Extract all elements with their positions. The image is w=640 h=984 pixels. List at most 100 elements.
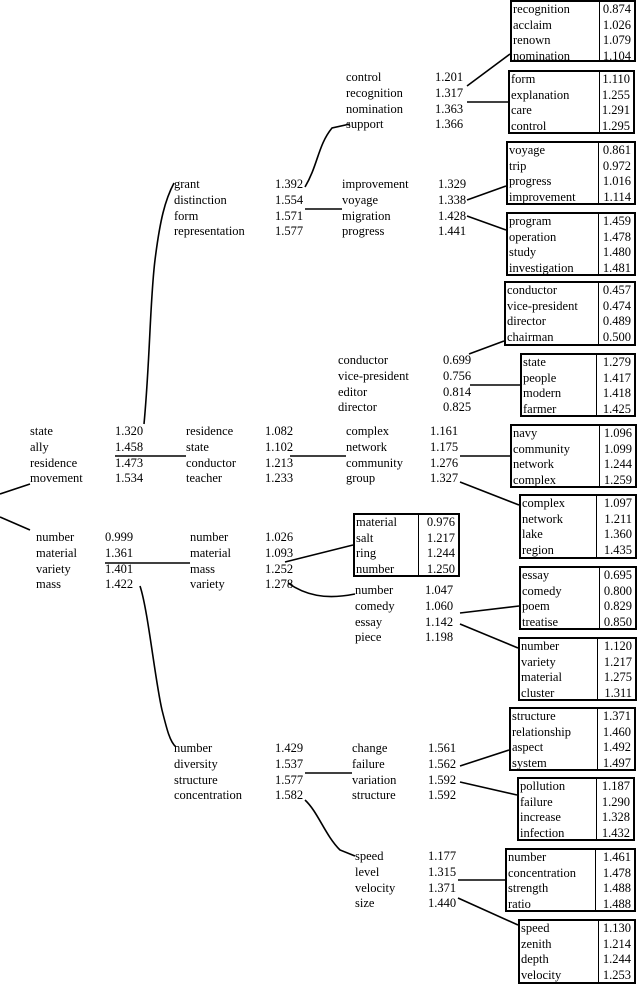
link-root-grant [143,182,175,425]
word-label: progress [509,174,552,189]
word-label: nomination [513,48,570,63]
distance-value: 0.874 [602,2,631,16]
word-label: size [355,896,375,911]
distance-value: 0.850 [603,614,632,629]
word-label: comedy [355,598,395,613]
word-label: director [507,314,546,329]
column-divider [598,214,599,274]
distance-value: 1.554 [275,192,304,207]
word-label: conductor [507,283,557,297]
link-material-materialbox [284,544,354,563]
word-label: network [522,511,563,526]
group-row: distinction 1.554 [174,193,315,209]
distance-value: 0.814 [443,384,472,399]
group-row: level 1.315 [355,865,468,881]
word-label: navy [513,426,538,440]
word-label: support [346,117,384,132]
word-label: treatise [522,614,559,629]
word-label: number [356,561,395,576]
word-label: material [521,670,562,685]
word-label: cluster [521,685,555,700]
word-label: number [521,639,560,653]
column-divider [596,779,597,839]
distance-value: 1.315 [428,864,457,879]
distance-value: 1.311 [604,685,632,700]
word-label: conductor [338,353,388,367]
distance-value: 1.392 [275,177,304,191]
distance-value: 1.214 [602,936,631,951]
word-label: region [522,542,554,557]
distance-value: 1.291 [601,103,630,118]
word-label: material [356,515,397,529]
word-label: recognition [513,2,570,16]
word-label: level [355,864,380,879]
column-divider [596,496,597,557]
distance-value: 1.363 [435,101,464,116]
distance-value: 1.458 [115,439,144,454]
distance-value: 1.295 [601,118,630,133]
distance-value: 1.480 [602,245,631,260]
word-label: conductor [186,455,236,470]
distance-value: 0.800 [603,583,632,598]
word-label: migration [342,208,391,223]
distance-value: 1.417 [602,370,631,385]
word-label: distinction [174,192,227,207]
distance-value: 1.278 [265,577,294,592]
box-row: recognition 0.874 [512,2,634,18]
link-variety-number4 [287,582,356,598]
distance-value: 1.079 [602,33,631,48]
link-migration-program [466,215,507,231]
distance-value: 0.457 [602,283,631,297]
word-label: form [174,208,199,223]
distance-value: 0.861 [602,143,631,157]
distance-value: 0.474 [602,298,631,313]
distance-value: 0.756 [443,368,472,383]
distance-value: 1.562 [428,756,457,771]
distance-value: 1.327 [430,471,459,486]
word-label: number [36,530,75,544]
distance-value: 1.175 [430,439,459,454]
distance-value: 1.110 [602,72,630,86]
word-label: variety [521,654,556,669]
word-label: vice-president [507,298,578,313]
distance-value: 1.177 [428,849,457,863]
distance-value: 0.489 [602,314,631,329]
word-label: aspect [512,740,544,755]
word-label: change [352,741,388,755]
word-label: structure [512,709,556,723]
word-label: ratio [508,896,531,911]
